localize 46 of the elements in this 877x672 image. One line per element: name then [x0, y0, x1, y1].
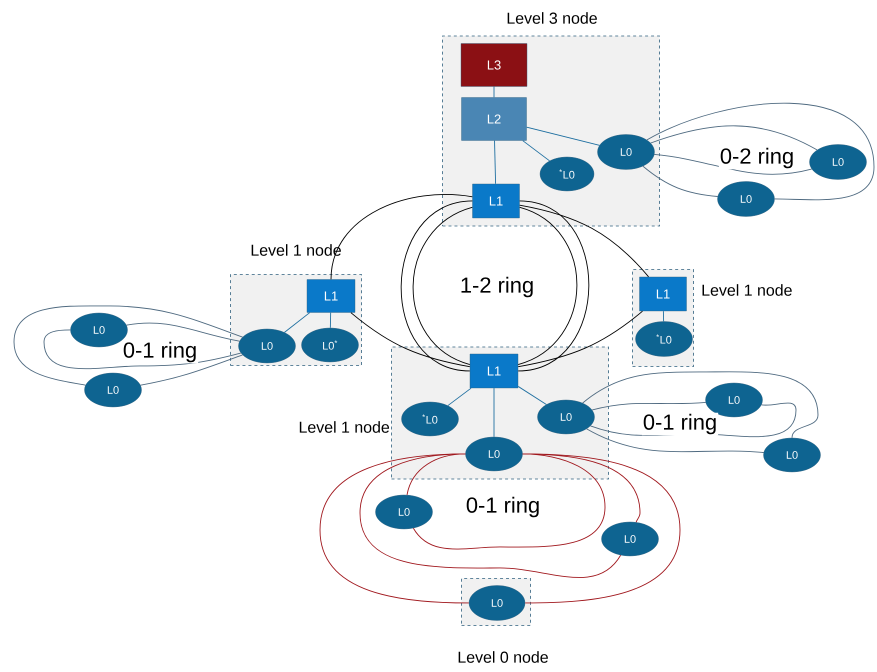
ring-line: [646, 102, 874, 200]
ring-line: [642, 166, 718, 197]
level-box: L3: [460, 43, 528, 87]
link-line: [518, 386, 547, 405]
ring-line: [519, 204, 650, 278]
ring-line: [582, 371, 818, 438]
ring-line: [400, 200, 473, 372]
ring-line: [350, 312, 470, 368]
node-heading: Level 1 node: [700, 283, 794, 297]
link-line: [330, 312, 332, 328]
link-line: [662, 310, 664, 322]
ring-line: [586, 428, 764, 453]
ring-label: 0-1 ring: [122, 340, 198, 364]
ring-line: [360, 454, 622, 578]
link-line: [494, 140, 496, 184]
ring-label: 0-2 ring: [718, 146, 796, 170]
ring-line: [518, 206, 578, 365]
ring-line: [330, 194, 473, 280]
node-heading: Level 1 node: [298, 420, 391, 434]
node-heading: Level 0 node: [456, 650, 550, 664]
level-box: L1: [470, 354, 518, 388]
ring-line: [140, 354, 243, 386]
link-line: [447, 388, 472, 406]
ring-line: [592, 402, 706, 410]
ring-line: [44, 330, 242, 370]
ring-line: [412, 206, 473, 365]
level-box: L1: [472, 184, 520, 218]
ring-label: 1-2 ring: [458, 276, 536, 298]
level-box: L2: [461, 97, 527, 141]
ring-line: [654, 154, 812, 175]
ring-line: [522, 454, 680, 604]
ring-line: [320, 454, 470, 604]
ring-line: [650, 125, 818, 150]
ring-label: 0-1 ring: [642, 412, 718, 436]
link-line: [526, 126, 600, 146]
level-box: L1: [639, 276, 687, 312]
ring-label: 0-1 ring: [464, 496, 542, 518]
ring-line: [14, 305, 243, 386]
level-box: L1: [306, 279, 356, 313]
ring-line: [126, 322, 240, 342]
node-heading: Level 3 node: [505, 11, 599, 25]
link-line: [522, 140, 550, 162]
ring-line: [518, 310, 643, 368]
ring-line: [518, 200, 590, 372]
link-line: [284, 312, 310, 333]
ring-line: [412, 454, 606, 550]
